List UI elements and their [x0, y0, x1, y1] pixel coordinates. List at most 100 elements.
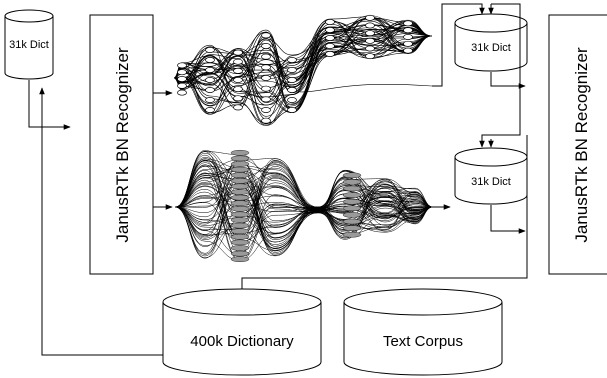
lattice-bottom-node — [230, 166, 250, 173]
lattice-top-node — [287, 67, 297, 73]
lattice-top-node — [261, 117, 271, 124]
lattice-bottom-node — [342, 218, 362, 225]
dict-label-top-right: 31k Dict — [471, 42, 511, 54]
lattice-bottom-arc — [174, 167, 434, 234]
lattice-top-node — [233, 77, 243, 83]
lattice-top-node — [365, 30, 375, 37]
lattice-bottom-node — [342, 212, 362, 218]
lattice-bottom-node — [342, 225, 362, 231]
lattice-top-arc — [173, 22, 433, 97]
lattice-bottom-node — [230, 161, 250, 167]
lattice-bottom-node — [230, 228, 250, 234]
lattice-top-arc — [173, 31, 433, 109]
lattice-bottom-arc — [174, 168, 434, 212]
lattice-top-node — [365, 22, 375, 29]
lattice-bottom-node — [230, 189, 250, 195]
dict-label-top-left: 31k Dict — [9, 39, 49, 51]
lattice-top-node — [261, 107, 271, 113]
lattice-top-node — [325, 43, 335, 49]
arrow-cache-to-right-recognizer-bottom — [490, 205, 526, 234]
lattice-top-arc — [299, 84, 433, 93]
dict-cylinder-top-right: 31k Dict — [454, 13, 528, 72]
lattice-top-arc — [173, 25, 433, 109]
lattice-bottom-node — [342, 231, 362, 238]
lattice-top-node — [403, 40, 413, 47]
lattice-bottom-arc — [174, 158, 434, 225]
lattice-top-node — [403, 27, 413, 34]
lattice-top-node — [205, 87, 215, 93]
lattice-top-node — [261, 75, 271, 81]
lattice-top-arc — [173, 17, 433, 109]
lattice-top-node — [205, 57, 215, 63]
text-corpus-label: Text Corpus — [383, 333, 463, 350]
lattice-top-arc — [173, 17, 433, 91]
lattice-top-node — [261, 32, 271, 39]
lattice-top-node — [233, 104, 243, 111]
lattice-bottom-node — [230, 155, 250, 162]
lattice-top-node — [261, 96, 271, 103]
lattice-top-arc — [173, 17, 433, 87]
arrow-loop-right — [479, 3, 521, 148]
lattice-top-arc — [173, 33, 433, 102]
lattice-bottom-node — [230, 245, 250, 251]
arrow-cache-to-recognizer — [28, 80, 71, 130]
lattice-top-arc — [173, 35, 433, 126]
lattice-top-node — [261, 53, 271, 60]
lattice-top-node — [287, 97, 297, 103]
lattice-top-arc — [173, 35, 433, 84]
lattice-top-node — [205, 47, 215, 53]
lattice-top-arc — [173, 19, 433, 99]
lattice-top-node — [287, 57, 297, 63]
lattice-top-arc — [173, 29, 433, 114]
lattice-top-node — [205, 97, 215, 103]
lattice-top-node — [261, 85, 271, 92]
lattice-top-node — [287, 87, 297, 93]
lattice-top-node — [205, 77, 215, 83]
recognizer-box-right: JanusRTk BN Recognizer — [548, 14, 607, 275]
lattice-top-node — [177, 89, 187, 96]
lattice-bottom-node — [342, 205, 362, 212]
lattice-bottom-node — [230, 233, 250, 240]
lattice-bottom-node — [230, 177, 250, 184]
dict-cylinder-top-left: 31k Dict — [4, 9, 54, 80]
lattice-top-node — [365, 53, 375, 60]
lattice-bottom-node — [230, 211, 250, 218]
lattice-top-node — [365, 37, 375, 44]
lattice-top-arc — [173, 19, 433, 92]
lattice-top-node — [325, 27, 335, 33]
lattice-bottom-arc — [174, 161, 434, 254]
dictionary-400k-cylinder: 400k Dictionary — [162, 288, 322, 376]
lattice-bottom-node — [230, 194, 250, 201]
lattice-bottom-arc — [174, 151, 434, 233]
lattice-top-arc — [173, 24, 433, 98]
lattice-top-node — [233, 58, 243, 65]
lattice-top-node — [233, 95, 243, 102]
dict-cylinder-mid-right: 31k Dict — [454, 147, 528, 205]
lattice-top-node — [403, 47, 413, 54]
lattice-top-node — [287, 107, 297, 113]
lattice-bottom-node — [230, 217, 250, 223]
lattice-bottom-node — [230, 183, 250, 190]
dictionary-400k-label: 400k Dictionary — [190, 333, 294, 350]
lattice-top-node — [365, 14, 375, 21]
lattice-top-node — [261, 64, 271, 71]
dict-label-mid-right: 31k Dict — [471, 176, 511, 188]
lattice-bottom-node — [230, 205, 250, 212]
lattice-bottom-node — [230, 149, 250, 156]
lattice-top-node — [233, 86, 243, 93]
lattice-top-node — [205, 67, 215, 73]
lattice-top-node — [177, 62, 187, 69]
lattice-top-node — [403, 20, 413, 27]
lattice-bottom-node — [230, 172, 250, 178]
lattice-top-node — [177, 76, 187, 82]
lattice-top-node — [177, 82, 187, 89]
lattice-bottom-node — [342, 179, 362, 185]
arrow-cache-to-right-recognizer-top — [490, 72, 526, 89]
lattice-top-node — [233, 49, 243, 56]
lattice-top-arc — [173, 35, 433, 111]
lattice-bottom-arc — [174, 185, 434, 239]
lattice-bottom-arc — [174, 172, 434, 260]
lattice-bottom-arc — [174, 182, 434, 252]
lattice-top-arc — [173, 27, 433, 94]
